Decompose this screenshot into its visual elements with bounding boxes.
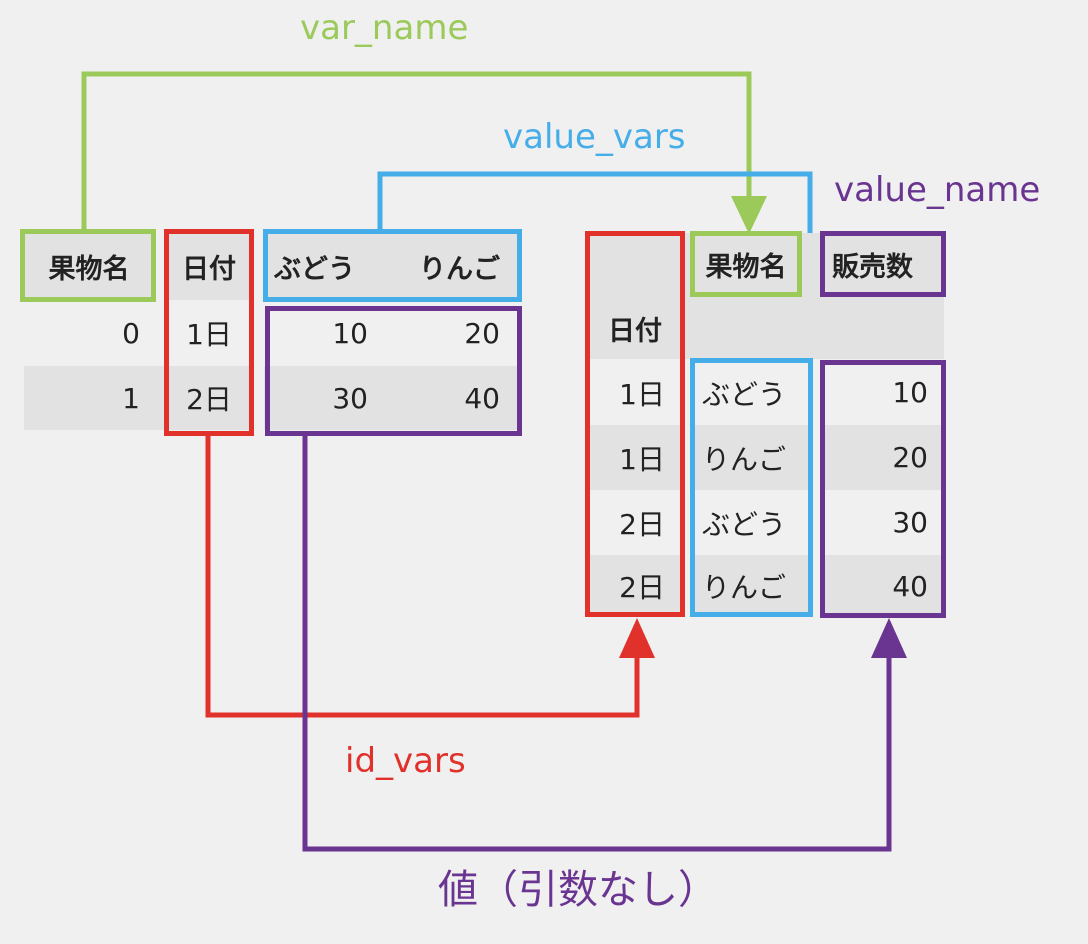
value-name-box-target [820,231,946,297]
table-row-date: 1日 [186,318,232,351]
header-fruit-name: 果物名 [705,251,787,283]
table-row-date: 2日 [619,507,665,541]
var-name-label: var_name [300,8,469,48]
table-row-apple: 40 [394,366,520,430]
table-row-grape: 10 [332,316,368,350]
header-index-name: 日付 [608,315,662,347]
id-vars-box-target [585,231,685,617]
header-fruit-name: 果物名 [24,233,154,300]
table-row-fruit: りんご [692,425,808,490]
table-row-index: 1 [24,366,166,430]
values-arrowhead [871,618,907,658]
table-row-sales: 10 [892,376,928,409]
table-row-fruit: ぶどう [702,377,787,411]
table-row-sales: 40 [822,555,944,617]
header-date: 日付 [166,233,252,300]
value-vars-box-target [690,358,813,617]
table-row-sales: 20 [822,425,944,490]
table-row-date: 2日 [166,366,252,430]
header-apple: りんご [394,233,520,300]
header-grape: ぶどう [264,233,394,300]
var-name-arrowhead [731,196,767,234]
value-name-label: value_name [834,170,1041,210]
var-name-box-source [20,229,156,302]
table-row-date: 1日 [619,377,665,411]
var-name-box-target [690,231,802,297]
id-vars-arrowhead [619,618,655,658]
table-row-grape: 30 [264,366,394,430]
table-row-date: 1日 [587,425,683,490]
values-no-arg-label: 値（引数なし） [438,867,718,913]
id-vars-connector [205,433,640,718]
value-vars-box-source [263,229,522,302]
table-row-fruit: りんご [692,555,808,617]
table-row-sales: 30 [892,506,928,539]
id-vars-box-source [164,229,254,436]
table-row-index: 0 [122,316,140,350]
header-sales: 販売数 [832,251,913,283]
values-box-source [265,306,522,436]
value-vars-label: value_vars [503,117,686,157]
table-row-date: 2日 [587,555,683,617]
id-vars-label: id_vars [345,741,466,781]
table-row-apple: 20 [464,316,500,350]
values-box-target [820,360,946,618]
table-row-fruit: ぶどう [702,507,787,541]
